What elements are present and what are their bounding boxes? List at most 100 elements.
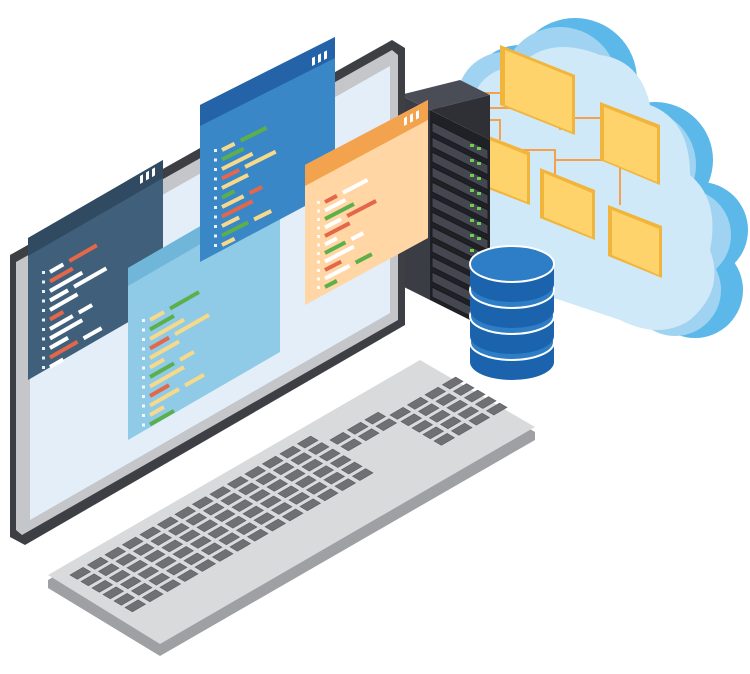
code-line <box>149 409 175 427</box>
keyboard-key <box>139 526 162 540</box>
keyboard-key <box>124 599 147 613</box>
folder-icon <box>608 205 662 278</box>
keyboard-key <box>294 475 317 489</box>
code-line <box>149 361 175 379</box>
code-line <box>77 303 94 315</box>
code-line <box>49 288 70 303</box>
database-cylinders <box>469 245 555 380</box>
keyboard-key <box>235 522 258 535</box>
code-line <box>49 318 84 341</box>
folder-icon <box>600 102 660 185</box>
keyboard-key <box>296 435 319 449</box>
code-line <box>324 259 343 272</box>
code-line <box>341 178 369 195</box>
keyboard-key <box>259 495 282 509</box>
line-number-dot <box>317 209 320 213</box>
server-led <box>470 219 474 222</box>
keyboard-key <box>323 471 346 485</box>
line-number-dot <box>317 201 320 204</box>
keyboard-key <box>281 508 304 522</box>
keyboard-key <box>246 528 269 542</box>
folder-icon <box>540 168 595 240</box>
keyboard-key <box>389 407 412 420</box>
server-led <box>477 177 481 180</box>
keyboard-key <box>196 519 219 533</box>
keyboard-key <box>428 409 451 423</box>
code-line <box>149 317 185 341</box>
folder-icon <box>500 45 575 135</box>
code-line <box>82 326 103 341</box>
server-led <box>477 207 481 210</box>
server-unit <box>431 181 489 221</box>
keyboard-key <box>174 506 197 520</box>
code-line <box>324 240 347 255</box>
keyboard-key <box>439 416 462 430</box>
code-line <box>184 372 205 388</box>
keyboard-key <box>248 489 271 502</box>
code-line <box>49 357 65 369</box>
code-line <box>221 151 254 171</box>
line-number-dot <box>317 218 320 221</box>
server-led <box>477 192 481 195</box>
code-line <box>324 202 355 221</box>
server-led <box>470 174 474 177</box>
server-unit <box>431 196 489 236</box>
keyboard-key <box>316 488 339 502</box>
keyboard-key <box>143 549 166 563</box>
code-line <box>346 199 377 218</box>
keyboard-key <box>364 411 387 425</box>
code-line <box>221 173 249 190</box>
server-unit <box>431 151 489 191</box>
code-line <box>324 236 338 247</box>
keyboard-key <box>375 418 398 431</box>
line-number-dot <box>214 234 217 238</box>
code-line <box>149 357 165 370</box>
keyboard-key <box>340 461 363 475</box>
keyboard-key <box>113 593 136 606</box>
line-number-dot <box>42 318 45 322</box>
keyboard-key <box>148 572 171 586</box>
code-window-dark <box>28 88 163 380</box>
code-line <box>221 189 236 200</box>
window-controls <box>140 50 419 184</box>
line-number-dot <box>214 196 217 200</box>
keyboard-key <box>244 466 267 479</box>
keyboard-key <box>329 455 352 468</box>
line-number-dot <box>42 337 45 341</box>
code-line <box>221 220 249 238</box>
code-line <box>149 383 170 398</box>
code-line <box>324 194 338 204</box>
line-number-dot <box>214 244 217 247</box>
keyboard-key <box>450 422 473 436</box>
code-line <box>149 365 185 389</box>
line-number-dot <box>214 149 217 152</box>
code-line <box>221 194 245 209</box>
line-number-dot <box>142 338 145 341</box>
keyboard-key <box>224 515 247 529</box>
line-number-dot <box>214 225 217 228</box>
keyboard-key <box>69 567 92 580</box>
keyboard-key <box>207 525 230 539</box>
keyboard-key <box>97 563 120 577</box>
keyboard-key <box>411 420 434 433</box>
keyboard-key <box>159 579 182 592</box>
keyboard-key <box>178 529 201 543</box>
keyboard-key <box>119 576 142 590</box>
code-line <box>49 262 65 274</box>
code-line <box>49 340 79 360</box>
keyboard-key <box>272 462 295 476</box>
code-line <box>221 215 240 228</box>
keyboard-key <box>277 485 300 499</box>
folder-tree <box>478 45 662 278</box>
code-line <box>149 310 165 322</box>
keyboard-key <box>468 412 491 426</box>
code-line <box>174 313 210 336</box>
line-number-dot <box>214 177 217 181</box>
keyboard-key <box>253 512 276 525</box>
line-number-dot <box>142 385 145 389</box>
keyboard-key <box>474 396 497 409</box>
keyboard-key <box>185 512 208 526</box>
code-line <box>221 168 240 181</box>
keyboard-key <box>283 468 306 482</box>
keyboard-key <box>209 486 232 499</box>
